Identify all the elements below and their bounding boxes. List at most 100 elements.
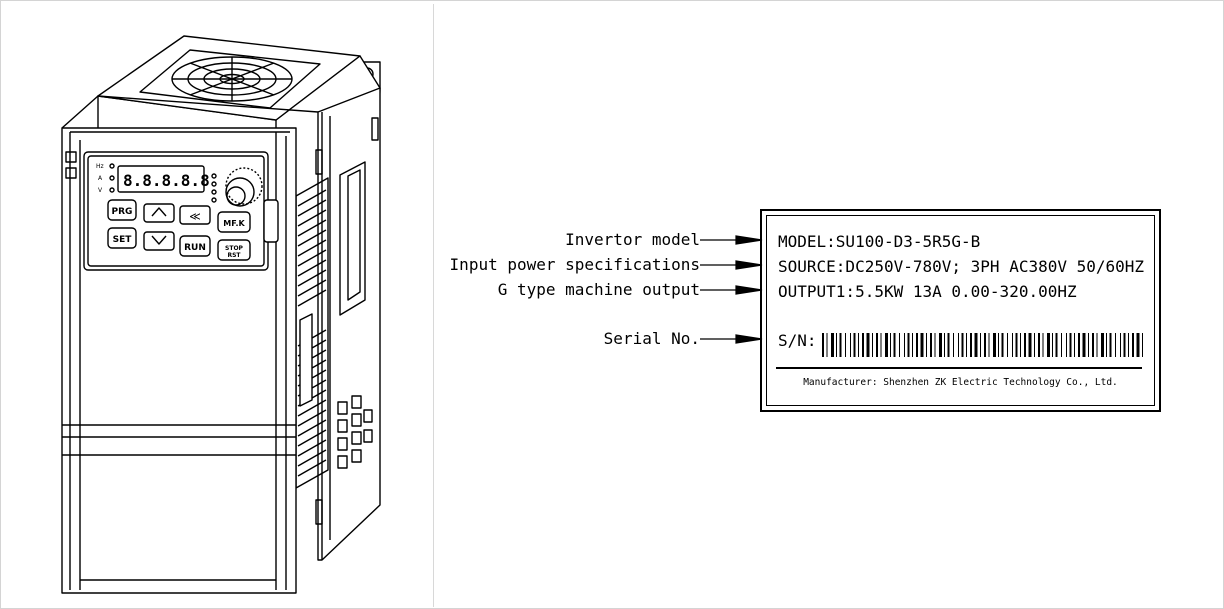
- barcode-bar: [1012, 333, 1013, 357]
- barcode-bar: [1038, 333, 1040, 357]
- barcode-bar: [912, 333, 913, 357]
- barcode-bar: [920, 333, 924, 357]
- barcode-bar: [934, 333, 936, 357]
- barcode-bar: [1047, 333, 1050, 357]
- barcode-bar: [1066, 333, 1067, 357]
- nameplate-model: MODEL:SU100-D3-5R5G-B: [778, 232, 981, 251]
- barcode-bar: [1128, 333, 1129, 357]
- barcode-bar: [988, 333, 990, 357]
- nameplate: MODEL:SU100-D3-5R5G-B SOURCE:DC250V-780V…: [760, 209, 1161, 412]
- shift-key-icon[interactable]: ≪: [189, 210, 201, 223]
- stop-key-line1[interactable]: STOP: [225, 245, 244, 252]
- barcode-bar: [958, 333, 959, 357]
- barcode-bar: [1042, 333, 1044, 357]
- mfk-key[interactable]: MF.K: [223, 219, 245, 228]
- barcode-bar: [1082, 333, 1086, 357]
- barcode-bar: [1092, 333, 1094, 357]
- indicator-hz: Hz: [96, 163, 104, 170]
- barcode-bar: [1120, 333, 1121, 357]
- barcode-bar: [876, 333, 878, 357]
- barcode-bar: [845, 333, 846, 357]
- barcode-bar: [1007, 333, 1008, 357]
- callout-serial-no: Serial No.: [603, 329, 700, 348]
- barcode-bar: [1123, 333, 1126, 357]
- arrow-icon: [735, 334, 763, 344]
- barcode-bar: [850, 333, 851, 357]
- callout-machine-output: G type machine output: [497, 280, 700, 299]
- barcode-bar: [1078, 333, 1080, 357]
- barcode-bar: [998, 333, 999, 357]
- panel-divider: [433, 4, 434, 607]
- indicator-v: V: [98, 187, 103, 194]
- barcode-bar: [970, 333, 972, 357]
- barcode-bar: [1028, 333, 1032, 357]
- barcode-bar: [836, 333, 837, 357]
- barcode-bar: [926, 333, 927, 357]
- run-key[interactable]: RUN: [184, 243, 206, 253]
- barcode-bar: [866, 333, 870, 357]
- arrow-icon: [735, 235, 763, 245]
- arrow-icon: [735, 260, 763, 270]
- fan-housing: [97, 35, 381, 121]
- barcode-bar: [1001, 333, 1004, 357]
- barcode-bar: [880, 333, 882, 357]
- display-digits: 8.8.8.8.8: [123, 171, 210, 190]
- barcode-bar: [890, 333, 891, 357]
- barcode-bar: [930, 333, 932, 357]
- barcode-bar: [1096, 333, 1098, 357]
- barcode-bar: [899, 333, 900, 357]
- barcode-bar: [939, 333, 942, 357]
- barcode-bar: [966, 333, 967, 357]
- barcode-bar: [1109, 333, 1112, 357]
- callout-invertor-model: Invertor model: [565, 230, 700, 249]
- barcode-bar: [853, 333, 856, 357]
- indicator-a: A: [98, 175, 103, 182]
- barcode-bar: [1088, 333, 1089, 357]
- barcode-bar: [1061, 333, 1062, 357]
- barcode-bar: [831, 333, 834, 357]
- keypad-panel: [83, 151, 279, 271]
- barcode-bar: [872, 333, 873, 357]
- barcode-bar: [1024, 333, 1026, 357]
- inverter-drawing: 8.8.8.8.8 Hz A V PRG ≪ MF.K SET RUN STOP…: [40, 30, 400, 595]
- nameplate-source: SOURCE:DC250V-780V; 3PH AC380V 50/60HZ: [778, 257, 1145, 276]
- barcode-bar: [907, 333, 910, 357]
- prg-key[interactable]: PRG: [112, 207, 133, 217]
- barcode-bar: [1074, 333, 1075, 357]
- nameplate-inner-border: [766, 215, 1155, 406]
- barcode-bar: [993, 333, 996, 357]
- barcode-bar: [826, 333, 828, 357]
- barcode-bar: [1115, 333, 1116, 357]
- barcode-bar: [1101, 333, 1104, 357]
- barcode-bar: [944, 333, 945, 357]
- barcode-bar: [1142, 333, 1143, 357]
- barcode-bar: [1136, 333, 1140, 357]
- nameplate-manufacturer: Manufacturer: Shenzhen ZK Electric Techn…: [803, 377, 1118, 388]
- barcode-bar: [1069, 333, 1072, 357]
- barcode-bar: [893, 333, 896, 357]
- callout-input-power: Input power specifications: [449, 255, 700, 274]
- barcode-bar: [839, 333, 842, 357]
- barcode-bar: [1055, 333, 1058, 357]
- stop-key-line2[interactable]: RST: [227, 252, 241, 259]
- barcode-bar: [953, 333, 954, 357]
- barcode-bar: [1015, 333, 1018, 357]
- barcode-bar: [1034, 333, 1035, 357]
- barcode-bar: [1132, 333, 1134, 357]
- barcode-bar: [1020, 333, 1021, 357]
- barcode-bar: [904, 333, 905, 357]
- nameplate-output: OUTPUT1:5.5KW 13A 0.00-320.00HZ: [778, 282, 1077, 301]
- barcode-bar: [1106, 333, 1107, 357]
- barcode-bar: [1052, 333, 1053, 357]
- leader-lines: [700, 235, 763, 344]
- barcode-bar: [862, 333, 864, 357]
- barcode-bar: [858, 333, 859, 357]
- arrow-icon: [735, 285, 763, 295]
- barcode-bar: [961, 333, 964, 357]
- barcode-bar: [984, 333, 986, 357]
- nameplate-rule: [776, 367, 1142, 369]
- set-key[interactable]: SET: [113, 235, 133, 245]
- barcode-bar: [885, 333, 888, 357]
- barcode-bar: [974, 333, 978, 357]
- barcode-bar: [947, 333, 950, 357]
